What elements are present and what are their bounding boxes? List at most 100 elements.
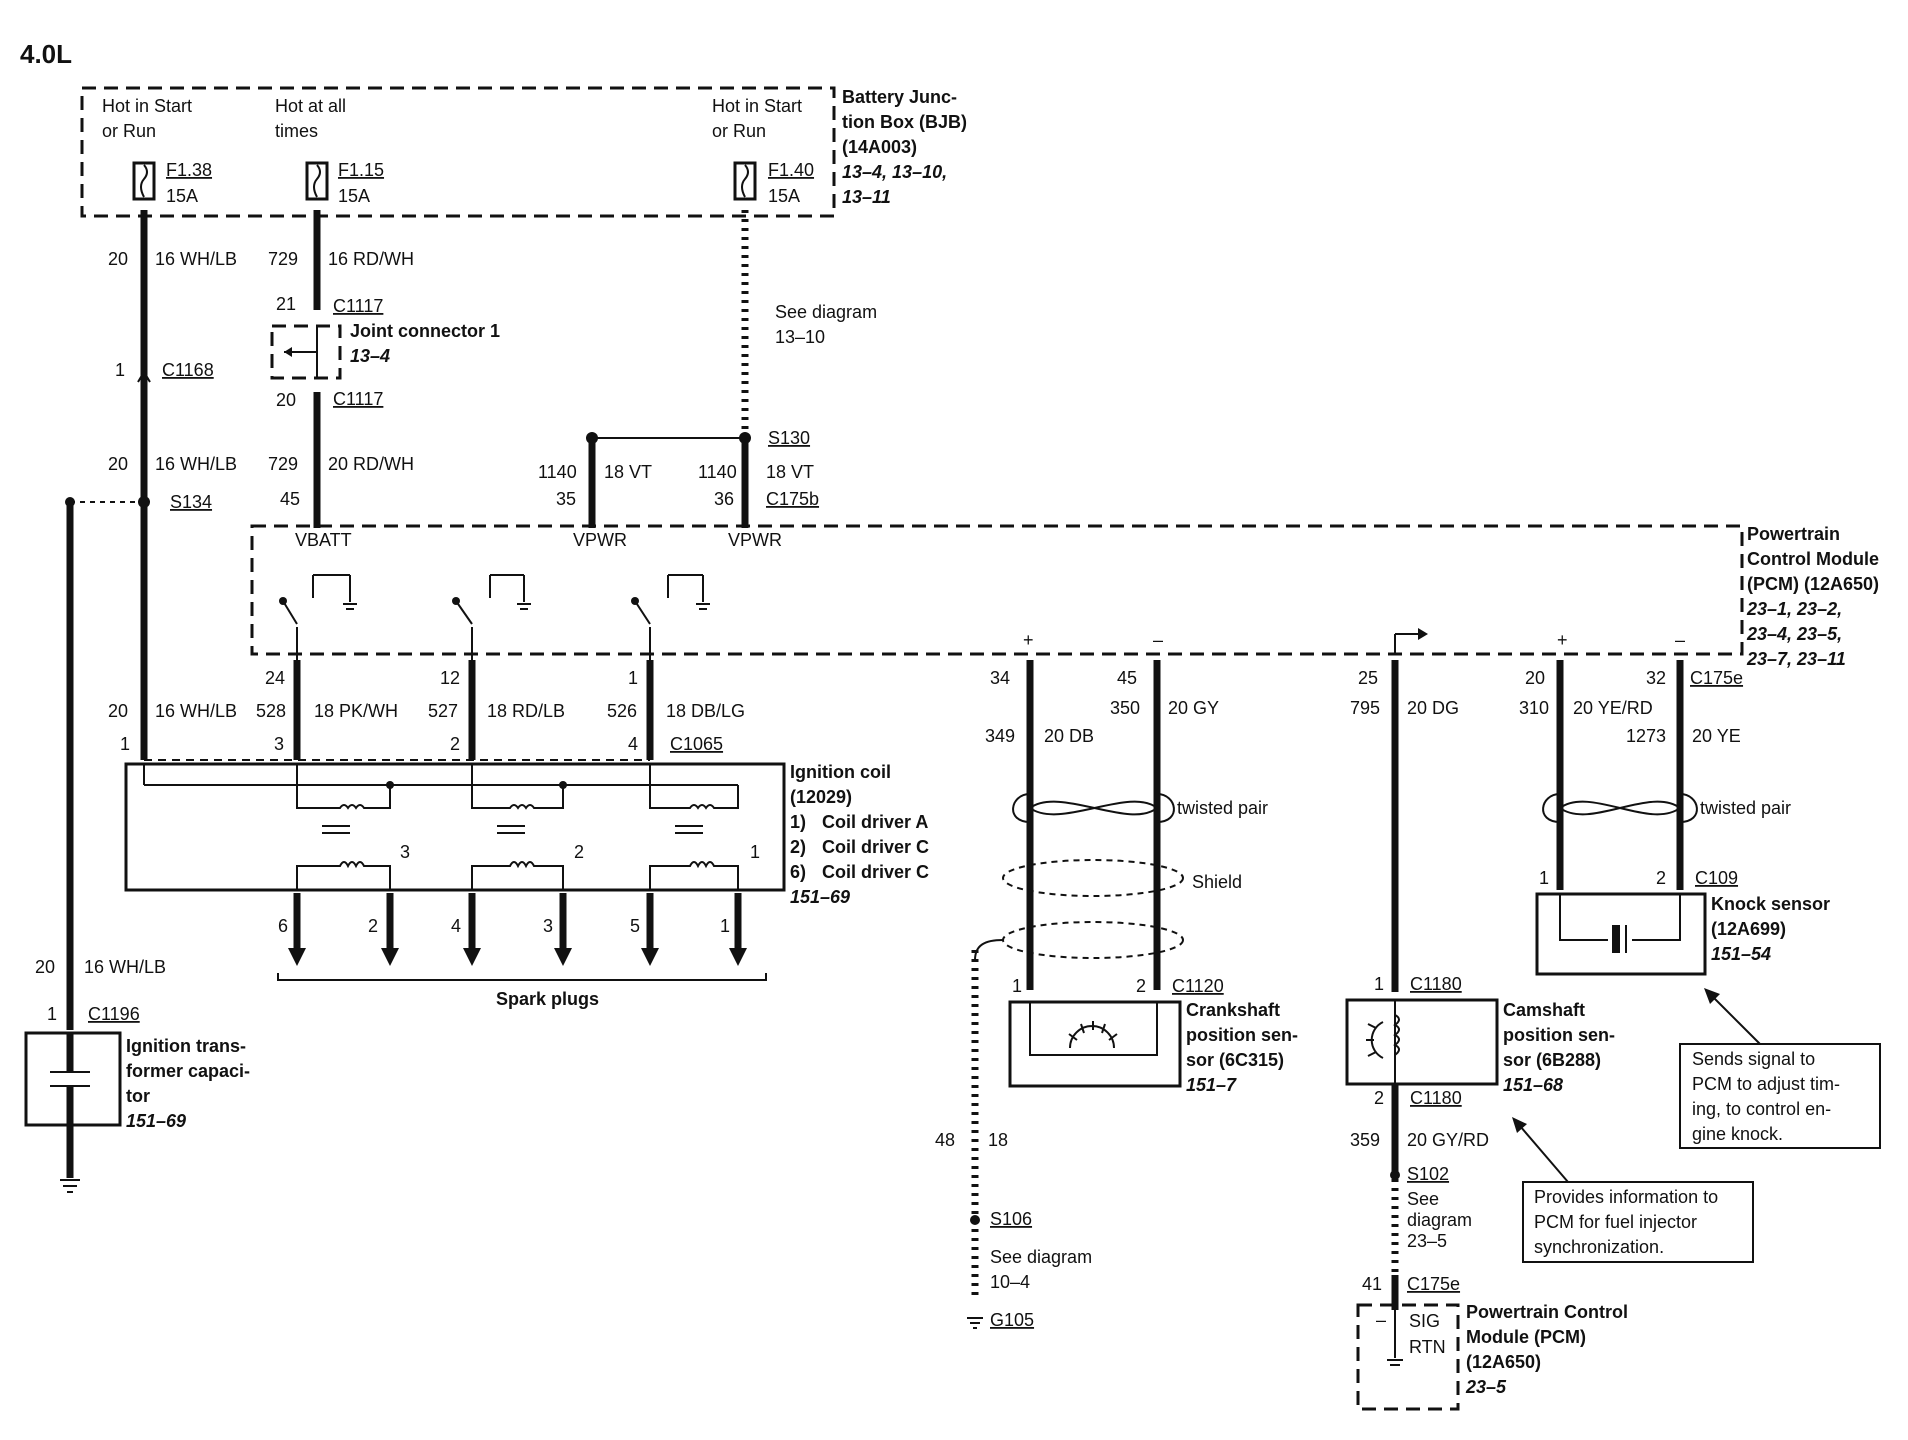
svg-text:18 DB/LG: 18 DB/LG: [666, 701, 745, 721]
twisted-pair-crank: twisted pair: [1012, 793, 1268, 823]
diagram-title: 4.0L: [20, 39, 72, 69]
svg-text:C1180: C1180: [1410, 1088, 1462, 1108]
connector-c1168: 1 C1168: [115, 360, 214, 383]
svg-text:Knock sensor: Knock sensor: [1711, 894, 1830, 914]
svg-text:5: 5: [630, 916, 640, 936]
svg-text:F1.15: F1.15: [338, 160, 384, 180]
svg-text:C175e: C175e: [1407, 1274, 1460, 1294]
svg-text:RTN: RTN: [1409, 1337, 1446, 1357]
svg-text:Hot at all: Hot at all: [275, 96, 346, 116]
svg-text:4: 4: [628, 734, 638, 754]
cam-signal-flag-icon: [1394, 628, 1428, 654]
svg-text:VBATT: VBATT: [295, 530, 352, 550]
svg-text:See: See: [1407, 1189, 1439, 1209]
fuse-f1-38: Hot in Start or Run F1.38 15A: [102, 96, 212, 206]
svg-text:G105: G105: [990, 1310, 1034, 1330]
svg-text:S130: S130: [768, 428, 810, 448]
svg-text:23–5: 23–5: [1407, 1231, 1447, 1251]
svg-text:24: 24: [265, 668, 285, 688]
spark-plug-leads: 6 2 4 3 5 1 Spark plugs: [277, 893, 767, 1009]
svg-text:151–7: 151–7: [1186, 1075, 1237, 1095]
svg-text:151–54: 151–54: [1711, 944, 1771, 964]
svg-text:20 GY/RD: 20 GY/RD: [1407, 1130, 1489, 1150]
svg-text:Ignition trans-: Ignition trans-: [126, 1036, 246, 1056]
svg-text:151–68: 151–68: [1503, 1075, 1563, 1095]
connector-c175b: 45 35 36 C175b: [280, 489, 819, 509]
svg-text:3: 3: [543, 916, 553, 936]
svg-text:795: 795: [1350, 698, 1380, 718]
pcm-polarity-markers: + – + –: [1023, 630, 1685, 650]
svg-text:VPWR: VPWR: [728, 530, 782, 550]
svg-text:C1168: C1168: [162, 360, 214, 380]
svg-text:20: 20: [1525, 668, 1545, 688]
svg-text:151–69: 151–69: [790, 887, 850, 907]
ignition-capacitor: [24, 1031, 122, 1178]
svg-text:C175e: C175e: [1690, 668, 1743, 688]
svg-text:C1120: C1120: [1172, 976, 1224, 996]
svg-text:Powertrain Control: Powertrain Control: [1466, 1302, 1628, 1322]
svg-text:16 WH/LB: 16 WH/LB: [155, 249, 237, 269]
svg-text:2: 2: [1656, 868, 1666, 888]
svg-text:48: 48: [935, 1130, 955, 1150]
svg-text:Hot in Start: Hot in Start: [102, 96, 192, 116]
svg-text:151–69: 151–69: [126, 1111, 186, 1131]
svg-text:20: 20: [108, 249, 128, 269]
svg-text:or Run: or Run: [712, 121, 766, 141]
coil-driver-switch-1: [279, 574, 357, 660]
cam-sensor: [1345, 998, 1499, 1086]
bjb-label: Battery Junc- tion Box (BJB) (14A003) 13…: [842, 87, 967, 207]
svg-text:350: 350: [1110, 698, 1140, 718]
svg-text:18 VT: 18 VT: [766, 462, 814, 482]
svg-text:Coil driver C: Coil driver C: [822, 837, 929, 857]
svg-text:526: 526: [607, 701, 637, 721]
svg-text:Shield: Shield: [1192, 872, 1242, 892]
svg-text:12: 12: [440, 668, 460, 688]
svg-text:1): 1): [790, 812, 806, 832]
svg-text:729: 729: [268, 249, 298, 269]
svg-text:twisted pair: twisted pair: [1700, 798, 1791, 818]
fuse-f1-40: Hot in Start or Run F1.40 15A: [712, 96, 814, 206]
knock-note: Sends signal to PCM to adjust tim- ing, …: [1679, 988, 1881, 1149]
svg-text:Coil driver A: Coil driver A: [822, 812, 928, 832]
svg-text:34: 34: [990, 668, 1010, 688]
svg-text:or Run: or Run: [102, 121, 156, 141]
connector-c1180-top: 1 C1180: [1374, 974, 1462, 994]
svg-text:2: 2: [368, 916, 378, 936]
svg-text:Joint connector 1: Joint connector 1: [350, 321, 500, 341]
svg-text:2: 2: [1136, 976, 1146, 996]
svg-text:S106: S106: [990, 1209, 1032, 1229]
svg-text:13–4: 13–4: [350, 346, 390, 366]
svg-text:F1.40: F1.40: [768, 160, 814, 180]
svg-text:13–4, 13–10,: 13–4, 13–10,: [842, 162, 947, 182]
svg-text:+: +: [1557, 630, 1568, 650]
svg-text:6: 6: [278, 916, 288, 936]
svg-text:C1117: C1117: [333, 389, 383, 409]
svg-text:VPWR: VPWR: [573, 530, 627, 550]
svg-text:Provides information to: Provides information to: [1534, 1187, 1718, 1207]
svg-text:45: 45: [1117, 668, 1137, 688]
pcm-label: Powertrain Control Module (PCM) (12A650)…: [1746, 524, 1879, 669]
svg-text:synchronization.: synchronization.: [1534, 1237, 1664, 1257]
svg-text:(14A003): (14A003): [842, 137, 917, 157]
svg-text:Crankshaft: Crankshaft: [1186, 1000, 1280, 1020]
shield: Shield: [974, 859, 1242, 961]
svg-text:20: 20: [276, 390, 296, 410]
svg-text:Camshaft: Camshaft: [1503, 1000, 1585, 1020]
svg-text:1140: 1140: [538, 462, 577, 482]
svg-text:Hot in Start: Hot in Start: [712, 96, 802, 116]
svg-text:+: +: [1023, 630, 1034, 650]
capacitor-label: Ignition trans- former capaci- tor 151–6…: [126, 1036, 250, 1131]
splice-s106: S106: [970, 1209, 1032, 1229]
svg-text:13–10: 13–10: [775, 327, 825, 347]
svg-text:4: 4: [451, 916, 461, 936]
svg-text:position sen-: position sen-: [1186, 1025, 1298, 1045]
svg-text:position sen-: position sen-: [1503, 1025, 1615, 1045]
pcm-bottom-label: Powertrain Control Module (PCM) (12A650)…: [1465, 1302, 1628, 1397]
joint-connector-1: Joint connector 1 13–4: [270, 321, 500, 380]
svg-text:20 YE/RD: 20 YE/RD: [1573, 698, 1653, 718]
svg-text:20 DG: 20 DG: [1407, 698, 1459, 718]
connector-c175e-bottom: 41 C175e: [1362, 1274, 1460, 1294]
svg-text:C1065: C1065: [670, 734, 723, 754]
cam-note: Provides information to PCM for fuel inj…: [1512, 1117, 1754, 1263]
svg-text:45: 45: [280, 489, 300, 509]
